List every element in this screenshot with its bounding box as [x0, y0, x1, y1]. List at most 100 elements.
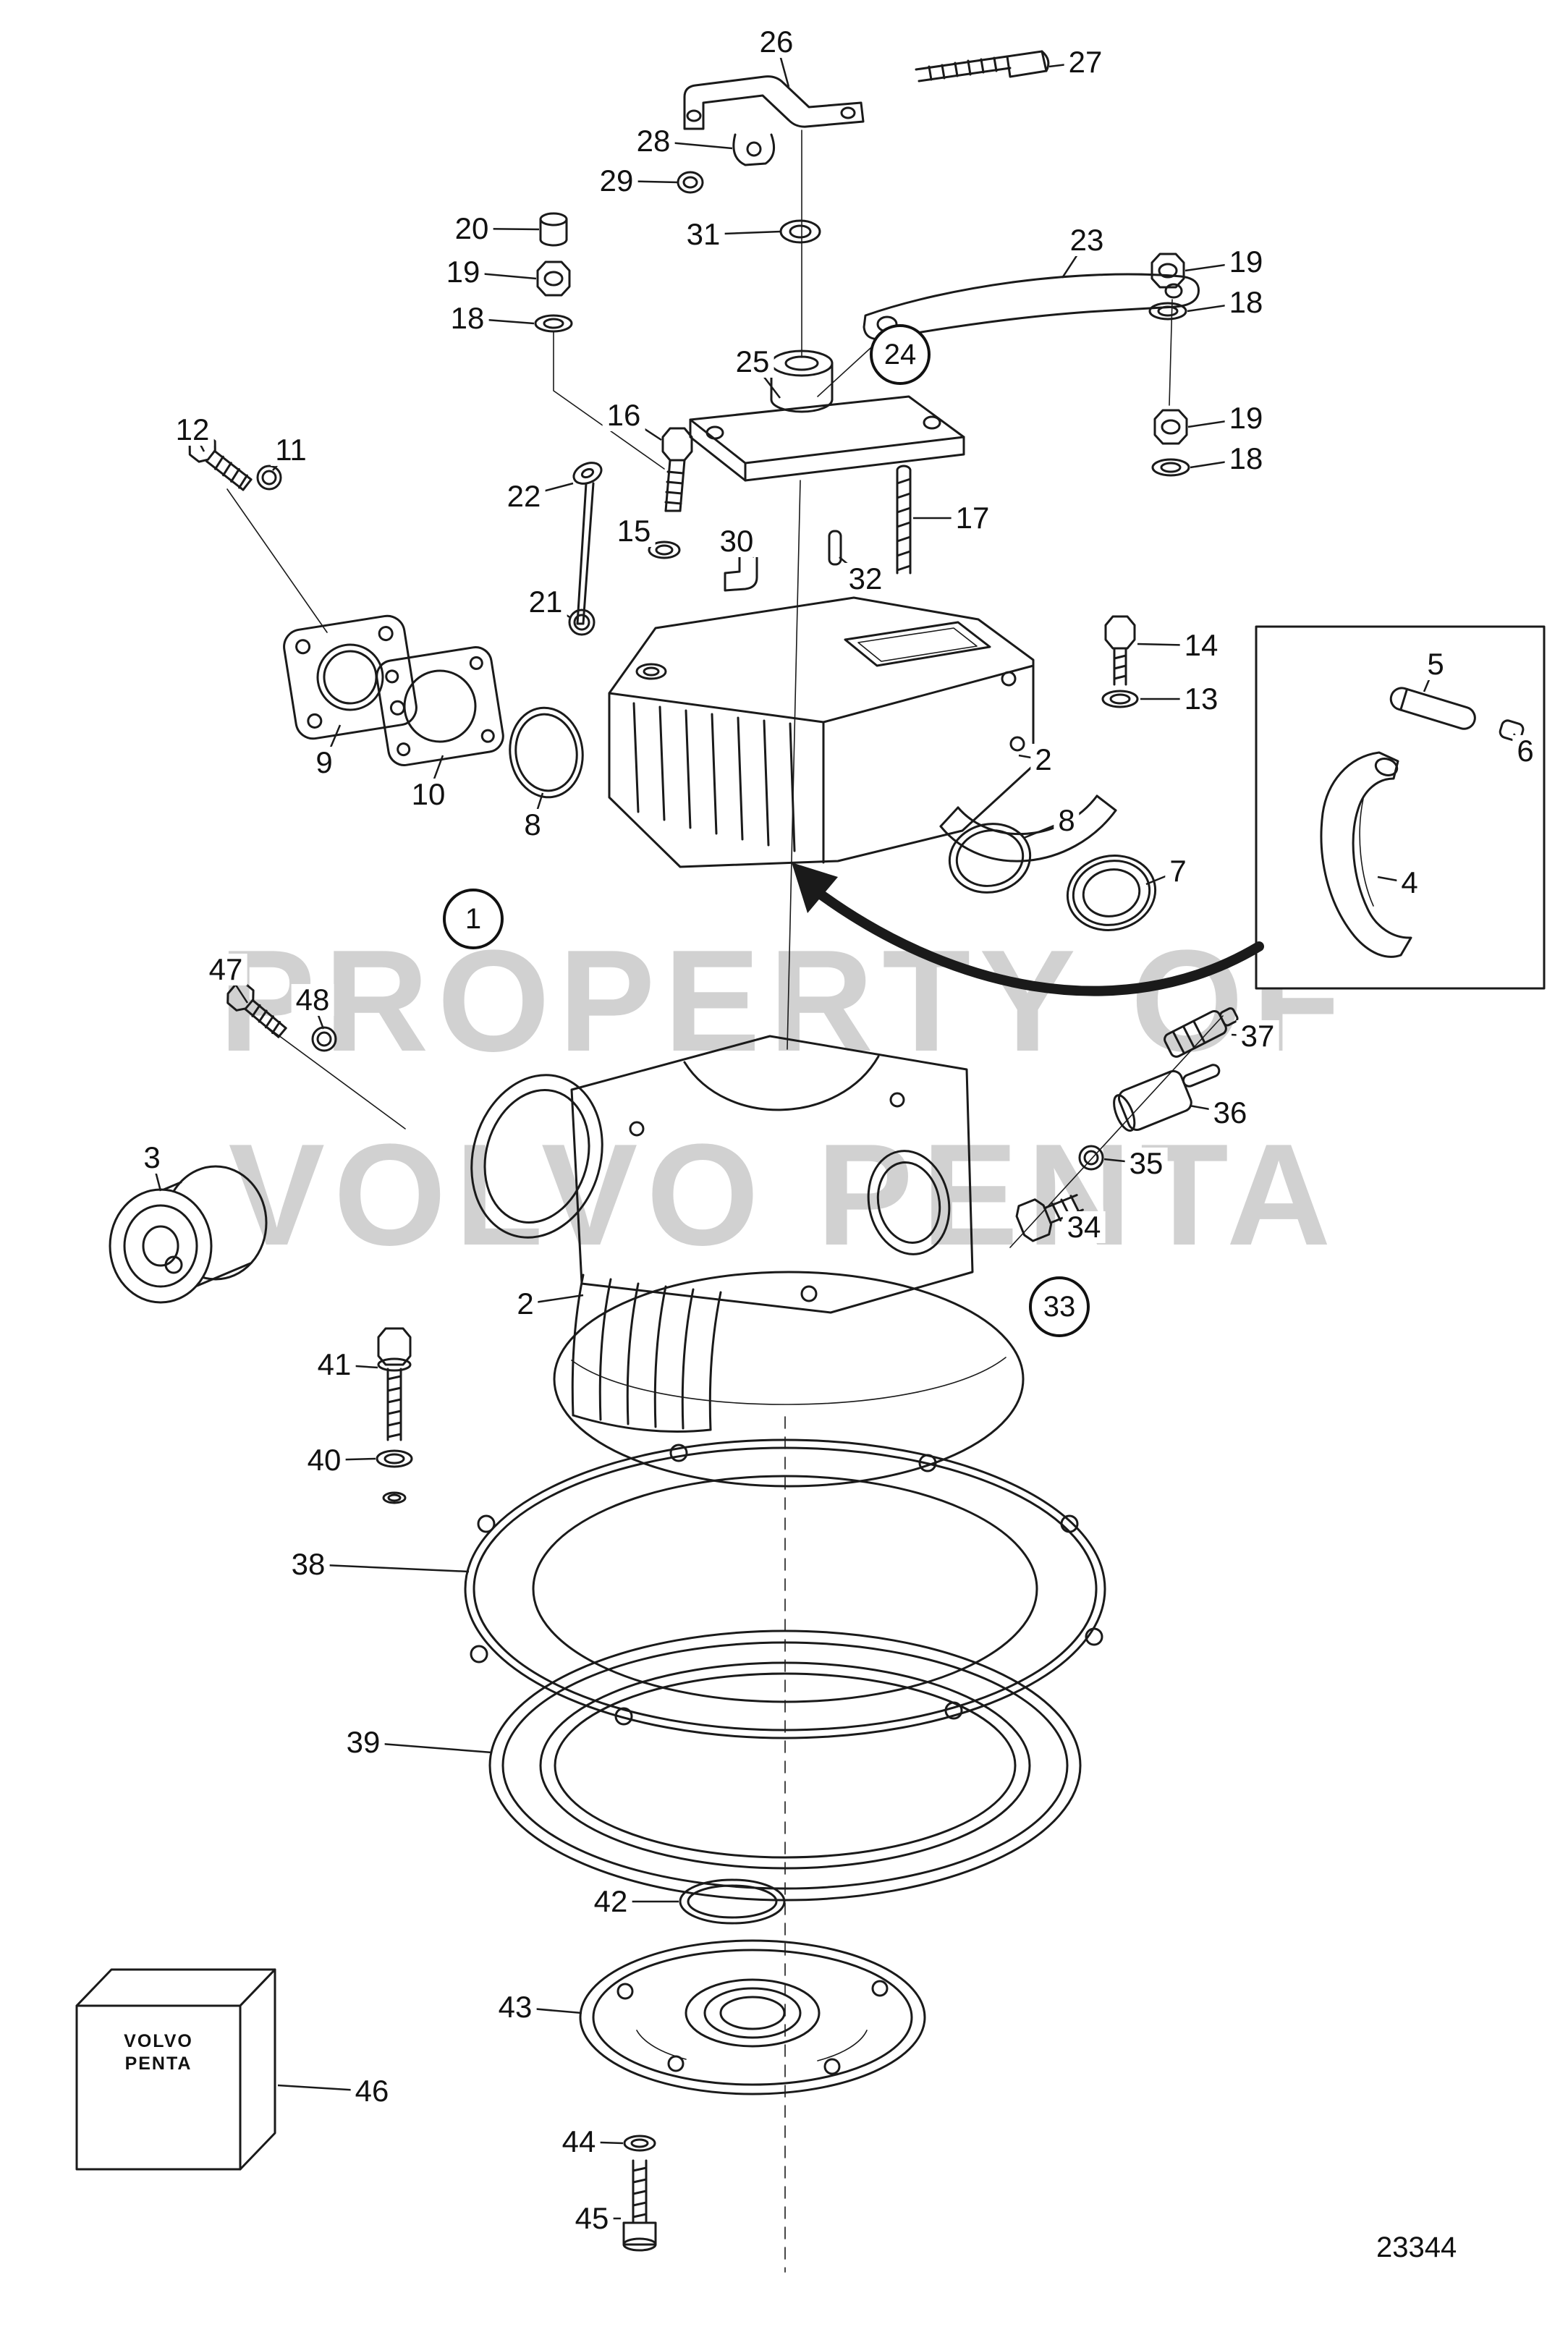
- pin-5: [1389, 687, 1476, 730]
- part-callout-40: 40: [302, 1444, 346, 1477]
- package-46: [75, 1968, 276, 2171]
- part-callout-18: 18: [1224, 286, 1268, 319]
- gasket-10: [376, 646, 504, 766]
- part-callout-36: 36: [1208, 1096, 1252, 1129]
- plate-43: [579, 1939, 926, 2095]
- part-callout-18: 18: [446, 302, 489, 335]
- bolt-16: [661, 427, 693, 512]
- washer-44: [623, 2135, 656, 2152]
- package-label: VOLVO PENTA: [77, 2030, 240, 2076]
- washer-35: [1078, 1145, 1104, 1171]
- part-callout-22: 22: [502, 480, 546, 513]
- part-callout-35: 35: [1124, 1147, 1168, 1180]
- part-callout-37: 37: [1236, 1020, 1279, 1053]
- washer-40: [376, 1449, 413, 1504]
- bolt-41: [377, 1327, 412, 1441]
- part-callout-17: 17: [951, 501, 994, 535]
- flange-9: [283, 614, 418, 740]
- part-callout-6: 6: [1512, 734, 1538, 768]
- part-callout-8: 8: [520, 808, 546, 842]
- part-callout-8: 8: [1054, 804, 1080, 837]
- leader-line-38: [308, 1563, 470, 1573]
- part-callout-19: 19: [1224, 402, 1268, 435]
- part-callout-5: 5: [1423, 648, 1449, 681]
- part-callout-23: 23: [1065, 224, 1109, 257]
- part-callout-42: 42: [589, 1885, 632, 1918]
- part-callout-32: 32: [844, 562, 887, 595]
- part-callout-15: 15: [612, 514, 656, 548]
- part-callout-19: 19: [441, 255, 485, 289]
- stud-17: [896, 465, 912, 575]
- bolt-14: [1104, 615, 1136, 686]
- bracket-26: [683, 75, 865, 130]
- fork-4: [1320, 751, 1412, 958]
- o-ring-42: [679, 1878, 786, 1925]
- part-callout-20: 20: [450, 212, 493, 245]
- package-label-line-1: VOLVO: [124, 2031, 193, 2051]
- part-callout-47: 47: [204, 953, 247, 986]
- nut-19-right-bottom: [1153, 409, 1188, 445]
- cap-6: [1499, 719, 1525, 742]
- part-callout-38: 38: [287, 1548, 330, 1581]
- part-callout-25: 25: [731, 345, 774, 378]
- part-callout-3: 3: [139, 1141, 165, 1174]
- group-balloon-33: 33: [1029, 1276, 1090, 1337]
- dipstick-22: [572, 462, 603, 625]
- clamp-28: [732, 133, 776, 166]
- nut-19-left: [536, 260, 571, 297]
- bolt-45: [622, 2159, 657, 2252]
- part-callout-46: 46: [350, 2074, 394, 2108]
- part-callout-27: 27: [1064, 46, 1107, 79]
- part-callout-2: 2: [1030, 743, 1056, 776]
- part-callout-43: 43: [493, 1991, 537, 2024]
- part-callout-4: 4: [1397, 866, 1423, 899]
- part-callout-19: 19: [1224, 245, 1268, 279]
- part-callout-45: 45: [570, 2202, 614, 2235]
- part-callout-7: 7: [1165, 855, 1191, 888]
- part-callout-26: 26: [755, 25, 798, 59]
- part-callout-9: 9: [311, 746, 337, 779]
- part-callout-21: 21: [524, 585, 567, 619]
- damper-3: [109, 1165, 268, 1304]
- watermark-line-2: VOLVO PENTA: [228, 1114, 1340, 1276]
- part-callout-16: 16: [602, 399, 645, 432]
- pin-32: [828, 530, 842, 566]
- part-callout-28: 28: [632, 124, 675, 158]
- inset-box: [1255, 625, 1546, 990]
- o-ring-21: [568, 609, 596, 636]
- part-callout-30: 30: [715, 525, 758, 558]
- bolt-27: [915, 50, 1050, 82]
- washer-13: [1101, 690, 1139, 708]
- part-callout-2: 2: [512, 1287, 538, 1321]
- part-callout-11: 11: [271, 433, 311, 467]
- washer-15: [648, 541, 681, 559]
- tube-30: [724, 531, 758, 592]
- o-ring-8-left: [509, 706, 584, 799]
- watermark: PROPERTY OF VOLVO PENTA: [0, 904, 1568, 1292]
- part-callout-13: 13: [1179, 682, 1223, 716]
- part-callout-12: 12: [171, 413, 214, 446]
- group-balloon-1: 1: [443, 889, 504, 949]
- part-callout-18: 18: [1224, 442, 1268, 475]
- package-label-line-2: PENTA: [124, 2053, 192, 2074]
- washer-18-right-top: [1148, 302, 1187, 321]
- part-callout-14: 14: [1179, 629, 1223, 662]
- part-callout-41: 41: [313, 1348, 356, 1381]
- fitting-37: [1164, 1007, 1239, 1058]
- spacer-20: [539, 212, 568, 247]
- watermark-line-1: PROPERTY OF: [219, 920, 1349, 1082]
- housing-lower-2: [470, 1035, 1025, 1488]
- cover-25: [689, 349, 965, 482]
- bolt-12: [188, 433, 253, 491]
- part-callout-48: 48: [291, 983, 334, 1017]
- part-callout-44: 44: [557, 2125, 601, 2158]
- part-callout-31: 31: [682, 218, 725, 251]
- seal-7: [1066, 855, 1157, 931]
- washer-18-right-bottom: [1151, 458, 1190, 477]
- nut-19-right-top: [1150, 253, 1185, 289]
- washer-48: [311, 1026, 337, 1052]
- washer-11: [256, 465, 282, 491]
